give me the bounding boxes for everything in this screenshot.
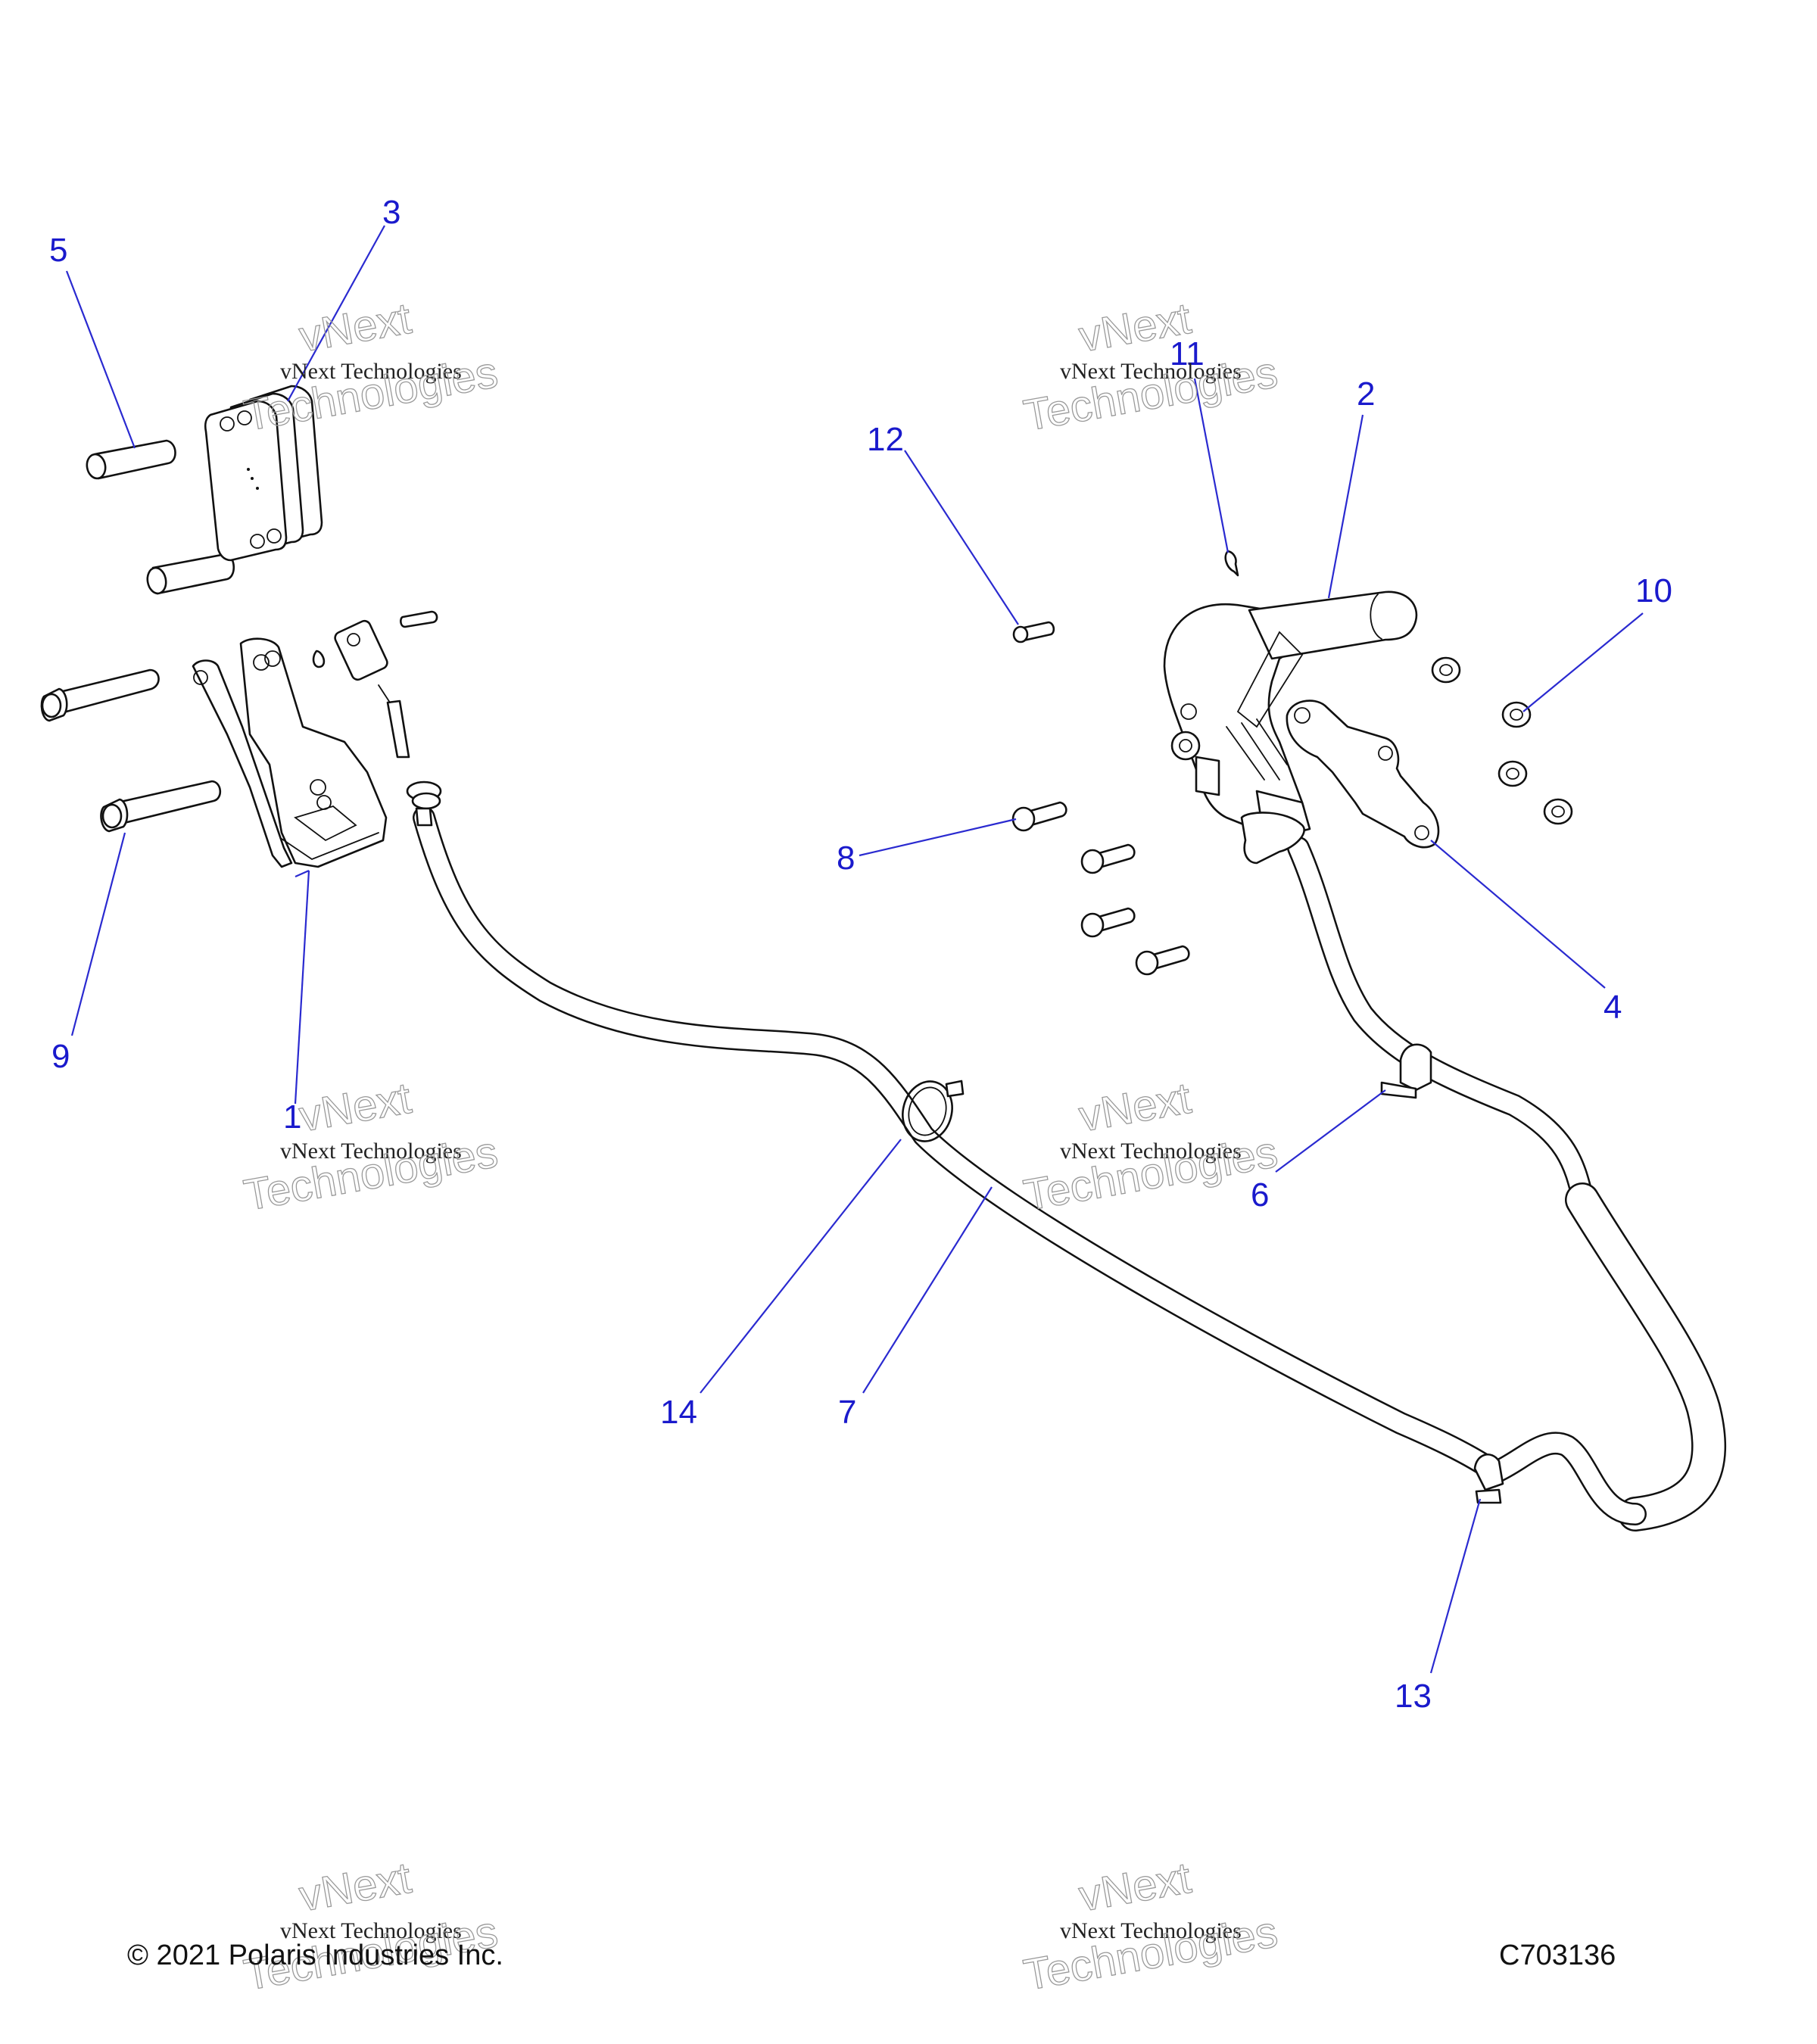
callout-13: 13 bbox=[1395, 1678, 1432, 1715]
svg-text:vNext: vNext bbox=[1076, 1853, 1195, 1921]
brake-pad-part-3 bbox=[204, 385, 323, 562]
cable-clip-part-6 bbox=[1380, 1043, 1432, 1099]
svg-text:vNext Technologies: vNext Technologies bbox=[280, 1139, 462, 1164]
watermark-2: vNext vNext Technologies Technologies bbox=[1020, 293, 1282, 441]
svg-text:vNext: vNext bbox=[296, 294, 415, 362]
callout-labels: 1 2 3 4 5 6 7 8 9 10 11 12 13 14 bbox=[49, 194, 1672, 1715]
svg-text:vNext Technologies: vNext Technologies bbox=[280, 1918, 462, 1943]
brake-cable bbox=[413, 806, 1727, 1531]
flange-nut-part-10 bbox=[1431, 656, 1573, 825]
callout-1: 1 bbox=[283, 1098, 301, 1136]
bolt-part-8 bbox=[1011, 801, 1190, 976]
watermark-5: vNext vNext Technologies Technologies bbox=[240, 1852, 502, 2000]
parking-brake-handle-part-2 bbox=[1163, 590, 1418, 865]
callout-11: 11 bbox=[1170, 335, 1205, 372]
callout-10: 10 bbox=[1635, 572, 1672, 609]
bolt-part-9 bbox=[40, 668, 222, 833]
svg-text:vNext Technologies: vNext Technologies bbox=[1060, 1918, 1242, 1943]
callout-12: 12 bbox=[867, 421, 904, 458]
svg-text:vNext: vNext bbox=[1076, 1073, 1195, 1142]
callout-3: 3 bbox=[382, 194, 400, 231]
callout-14: 14 bbox=[660, 1394, 697, 1431]
callout-6: 6 bbox=[1251, 1176, 1269, 1214]
callout-8: 8 bbox=[837, 840, 855, 877]
callout-4: 4 bbox=[1604, 989, 1622, 1026]
bushing-part-5 bbox=[86, 439, 235, 595]
copyright-text: © 2021 Polaris Industries Inc. bbox=[127, 1940, 503, 1971]
watermark-4: vNext vNext Technologies Technologies bbox=[1020, 1073, 1282, 1220]
callout-9: 9 bbox=[51, 1038, 70, 1075]
callout-2: 2 bbox=[1357, 375, 1375, 413]
clevis-pin-part-12 bbox=[1012, 621, 1055, 643]
svg-text:vNext Technologies: vNext Technologies bbox=[280, 359, 462, 384]
svg-text:vNext: vNext bbox=[296, 1853, 415, 1921]
svg-text:vNext: vNext bbox=[296, 1073, 415, 1142]
cotter-pin-part-11 bbox=[1224, 550, 1239, 577]
watermark-3: vNext vNext Technologies Technologies bbox=[240, 1073, 502, 1220]
caliper-bracket-part-1 bbox=[192, 637, 388, 868]
cable-clip-part-14 bbox=[902, 1080, 965, 1142]
mounting-bracket-part-4 bbox=[1286, 700, 1440, 849]
diagram-code: C703136 bbox=[1499, 1940, 1616, 1971]
watermark-1: vNext vNext Technologies Technologies bbox=[240, 293, 502, 441]
cable-end-fittings bbox=[312, 610, 442, 827]
watermark-6: vNext vNext Technologies Technologies bbox=[1020, 1852, 1282, 2000]
callout-5: 5 bbox=[49, 232, 67, 269]
cable-clip-part-13 bbox=[1473, 1454, 1504, 1504]
callout-7: 7 bbox=[838, 1394, 856, 1431]
svg-text:vNext Technologies: vNext Technologies bbox=[1060, 1139, 1242, 1164]
leader-lines bbox=[65, 225, 1644, 1674]
svg-text:vNext Technologies: vNext Technologies bbox=[1060, 359, 1242, 384]
